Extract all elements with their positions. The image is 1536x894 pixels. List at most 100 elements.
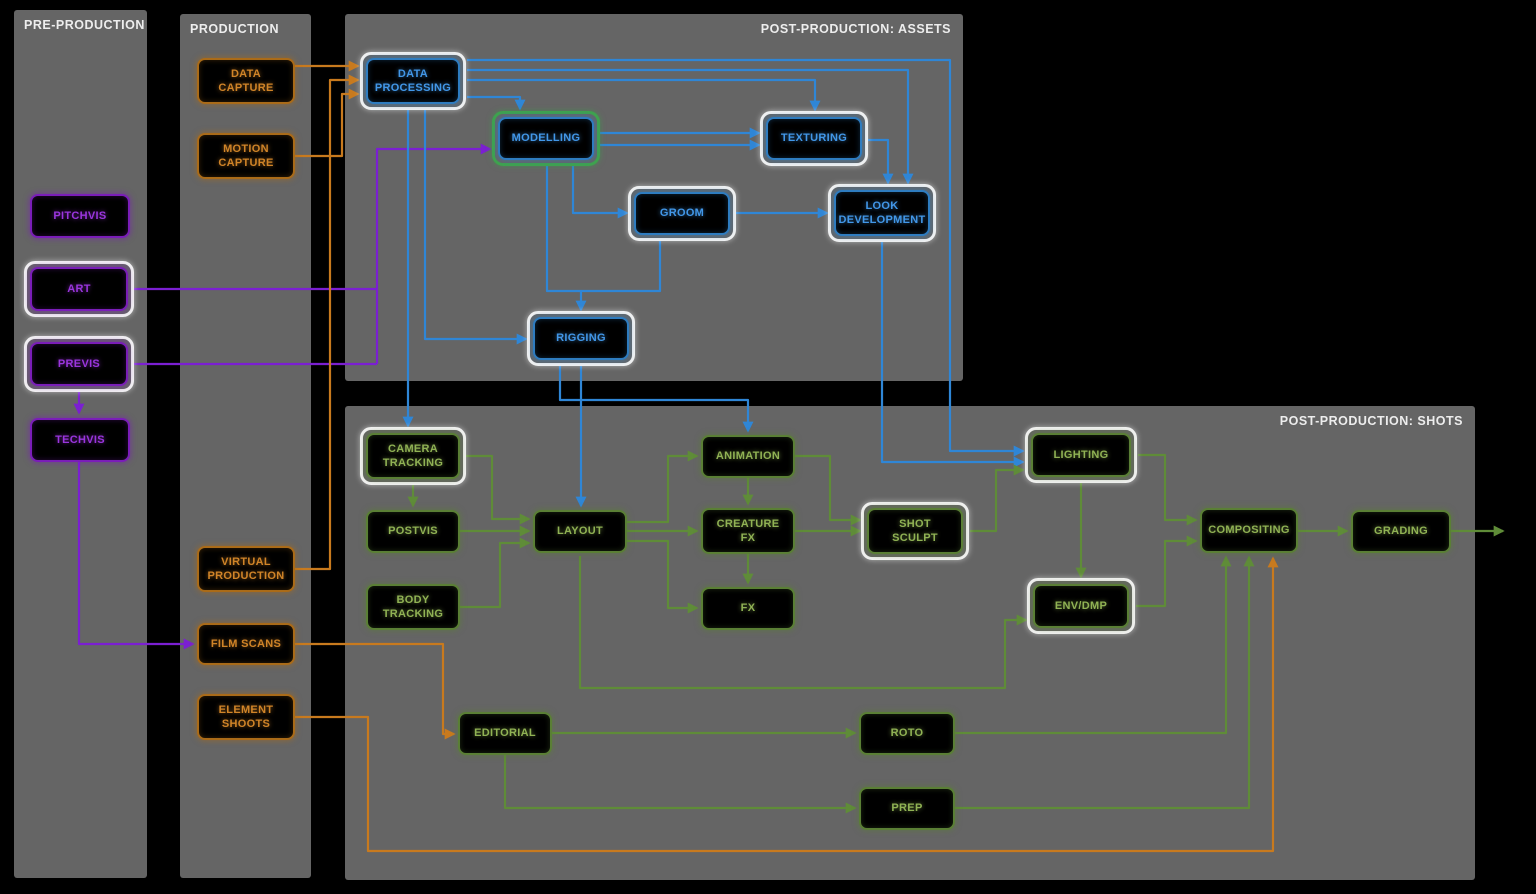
node-creature-fx: CREATURE FX — [701, 508, 795, 554]
edge-previs-junction--modelling — [375, 143, 492, 364]
edge-animation--shot-sculpt — [795, 454, 862, 526]
node-art: ART — [24, 261, 134, 317]
edge-roto--compositing — [955, 555, 1232, 735]
node-grading: GRADING — [1351, 510, 1451, 553]
edge-rigging--animation — [558, 366, 754, 433]
edge-techvis--film-scans — [77, 462, 195, 650]
node-label-roto: ROTO — [890, 727, 924, 740]
node-label-shot-sculpt: SHOT SCULPT — [892, 517, 938, 544]
node-label-animation: ANIMATION — [715, 450, 781, 463]
node-box-previs: PREVIS — [30, 342, 128, 386]
edge-prep--compositing — [955, 555, 1255, 810]
node-label-virtual-production: VIRTUAL PRODUCTION — [207, 555, 285, 582]
node-box-modelling: MODELLING — [498, 117, 594, 160]
edge-modelling--groom — [571, 166, 629, 219]
node-label-layout: LAYOUT — [556, 525, 603, 538]
edge-film-scans--editorial — [295, 642, 456, 740]
node-label-texturing: TEXTURING — [780, 132, 848, 145]
edge-layout--fx — [627, 539, 699, 614]
edge-env-dmp--compositing — [1136, 535, 1198, 608]
node-fx: FX — [701, 587, 795, 630]
node-label-env-dmp: ENV/DMP — [1054, 599, 1108, 612]
node-virtual-production: VIRTUAL PRODUCTION — [197, 546, 295, 592]
node-body-tracking: BODY TRACKING — [366, 584, 460, 630]
node-film-scans: FILM SCANS — [197, 623, 295, 665]
node-layout: LAYOUT — [533, 510, 627, 553]
node-box-fx: FX — [701, 587, 795, 630]
node-box-postvis: POSTVIS — [366, 510, 460, 553]
node-label-modelling: MODELLING — [511, 132, 581, 145]
node-label-art: ART — [67, 282, 91, 295]
node-box-pitchvis: PITCHVIS — [30, 194, 130, 238]
node-previs: PREVIS — [24, 336, 134, 392]
node-pitchvis: PITCHVIS — [30, 194, 130, 238]
node-box-rigging: RIGGING — [533, 317, 629, 360]
node-label-lighting: LIGHTING — [1053, 448, 1109, 461]
node-shot-sculpt: SHOT SCULPT — [861, 502, 969, 560]
edge-data-processing--rigging — [423, 110, 528, 345]
node-data-capture: DATA CAPTURE — [197, 58, 295, 104]
node-lighting: LIGHTING — [1025, 427, 1137, 483]
edge-data-processing--modelling — [467, 95, 526, 111]
node-postvis: POSTVIS — [366, 510, 460, 553]
edge-modelling--rigging — [545, 166, 587, 312]
node-camera-tracking: CAMERA TRACKING — [360, 427, 466, 485]
node-label-creature-fx: CREATURE FX — [716, 517, 780, 544]
node-box-editorial: EDITORIAL — [458, 712, 552, 755]
node-label-element-shoots: ELEMENT SHOOTS — [218, 703, 274, 730]
edge-data-processing--texturing — [467, 78, 821, 112]
edge-shot-sculpt--lighting — [970, 464, 1025, 533]
node-box-grading: GRADING — [1351, 510, 1451, 553]
node-box-camera-tracking: CAMERA TRACKING — [366, 433, 460, 479]
node-label-camera-tracking: CAMERA TRACKING — [382, 442, 444, 469]
node-modelling: MODELLING — [492, 111, 600, 166]
node-label-data-capture: DATA CAPTURE — [218, 67, 274, 94]
node-box-env-dmp: ENV/DMP — [1033, 584, 1129, 628]
node-label-grading: GRADING — [1373, 525, 1429, 538]
node-box-element-shoots: ELEMENT SHOOTS — [197, 694, 295, 740]
node-motion-capture: MOTION CAPTURE — [197, 133, 295, 179]
node-label-editorial: EDITORIAL — [474, 727, 536, 740]
node-box-virtual-production: VIRTUAL PRODUCTION — [197, 546, 295, 592]
edge-virtual-production--data-processing — [295, 74, 360, 571]
panel-label-post-production-shots: POST-PRODUCTION: SHOTS — [1279, 414, 1463, 428]
node-label-postvis: POSTVIS — [388, 525, 438, 538]
node-animation: ANIMATION — [701, 435, 795, 478]
node-label-look-development: LOOK DEVELOPMENT — [838, 199, 926, 226]
node-label-prep: PREP — [891, 802, 923, 815]
node-box-shot-sculpt: SHOT SCULPT — [867, 508, 963, 554]
node-label-previs: PREVIS — [57, 357, 101, 370]
edge-camera-tracking--layout — [466, 454, 531, 525]
edge-element-shoots--compositing — [295, 556, 1279, 853]
node-box-creature-fx: CREATURE FX — [701, 508, 795, 554]
node-compositing: COMPOSITING — [1200, 508, 1298, 553]
edge-data-processing--lighting — [467, 58, 1025, 457]
node-label-motion-capture: MOTION CAPTURE — [218, 142, 274, 169]
panel-label-production: PRODUCTION — [190, 22, 280, 36]
edge-look-development--lighting — [880, 242, 1025, 468]
node-box-compositing: COMPOSITING — [1200, 508, 1298, 553]
node-box-roto: ROTO — [859, 712, 955, 755]
edge-groom--rigging — [581, 241, 662, 293]
node-label-body-tracking: BODY TRACKING — [382, 593, 444, 620]
node-box-animation: ANIMATION — [701, 435, 795, 478]
node-label-techvis: TECHVIS — [55, 433, 105, 446]
edge-layout--animation — [627, 450, 699, 524]
node-label-compositing: COMPOSITING — [1208, 524, 1290, 537]
node-label-film-scans: FILM SCANS — [210, 637, 282, 650]
node-label-data-processing: DATA PROCESSING — [374, 67, 452, 94]
node-box-layout: LAYOUT — [533, 510, 627, 553]
edge-lighting--compositing — [1138, 453, 1198, 526]
node-box-look-development: LOOK DEVELOPMENT — [834, 190, 930, 236]
node-label-groom: GROOM — [659, 207, 705, 220]
panel-label-pre-production: PRE-PRODUCTION — [24, 18, 145, 32]
node-texturing: TEXTURING — [760, 111, 868, 166]
edge-motion-capture--data-processing — [295, 88, 360, 158]
node-box-prep: PREP — [859, 787, 955, 830]
node-box-groom: GROOM — [634, 192, 730, 235]
node-label-fx: FX — [740, 602, 756, 615]
node-roto: ROTO — [859, 712, 955, 755]
node-element-shoots: ELEMENT SHOOTS — [197, 694, 295, 740]
